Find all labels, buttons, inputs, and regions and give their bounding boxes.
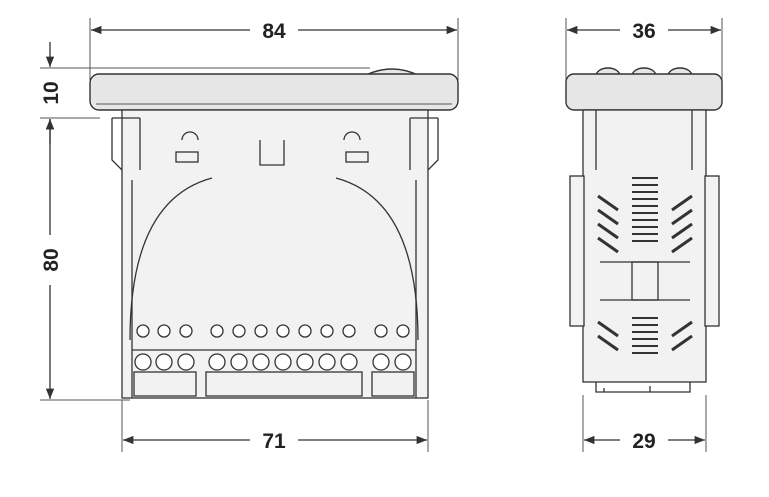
- dimension-80-label: 80: [40, 248, 63, 271]
- dimension-84-label: 84: [262, 20, 286, 43]
- dimension-29-label: 29: [632, 430, 655, 453]
- dimension-71-label: 71: [262, 430, 286, 453]
- dimension-36-label: 36: [632, 20, 655, 43]
- dimension-10-label: 10: [40, 81, 63, 104]
- side-view: 36 29: [565, 18, 723, 453]
- front-view: 84 10 80 71: [40, 18, 459, 453]
